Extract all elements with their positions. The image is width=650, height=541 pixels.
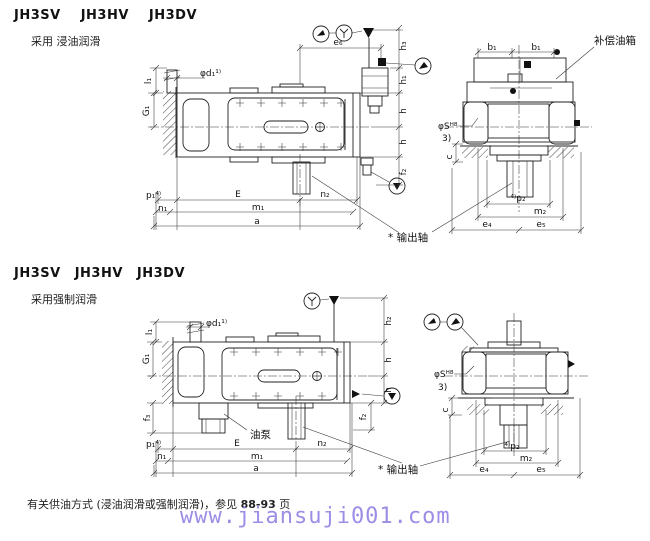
dim-phiS: φSᴴ⁸ [438,122,458,132]
bolt-marks [230,348,342,400]
dim-c: c [445,154,455,159]
dim-h: h [399,108,409,114]
dim-e5: e₅ [536,220,546,230]
model-name: JH3DV [136,266,186,281]
dim-h: h [384,357,394,363]
dim-f2: f₂ [399,168,409,175]
model-name: JH3HV [74,266,123,281]
dim-n1: n₁ [157,452,167,462]
dim-n2: n₂ [317,439,327,449]
dim-n2: n₂ [320,190,330,200]
dim-c: c [441,407,451,412]
drain-fitting [360,157,374,166]
dim-h: h [384,387,394,393]
section2-subtitle: 采用强制润滑 [31,293,97,306]
footer-page-range: 88-93 [240,498,276,511]
dim-phiS: φSᴴ⁸ [434,370,454,380]
oil-funnel-icon [329,296,339,305]
footer-note: 有关供油方式 (浸油润滑或强制润滑)，参见 88-93 页 [27,496,290,512]
dim-E: E [234,439,240,449]
oil-level-device [361,67,389,97]
dim-a: a [253,464,259,474]
dim-e5: e₅ [536,465,546,475]
footer-note-suffix: 页 [279,498,291,511]
footer-note-text: 有关供油方式 (浸油润滑或强制润滑)，参见 [27,498,238,511]
top-dimensions [148,24,595,234]
model-name: JH3HV [80,8,129,23]
section1-title: JH3SV JH3HV JH3DV [14,8,197,23]
top-end-view [445,45,592,212]
bottom-plan-view [148,296,368,452]
dim-h3: h₃ [399,41,409,51]
breather-symbol-icon [414,57,432,75]
section1-subtitle: 采用 浸油润滑 [31,35,101,48]
bottom-drawing: l₁ φd₁¹⁾ G₁ f₃ 油泵 h₂ h h f₂ p₁⁴⁾ E n₂ n₁… [142,292,590,479]
dim-f2: f₂ [359,413,369,420]
section2-title: JH3SV JH3HV JH3DV [14,266,185,281]
dim-l1: l₁ [144,78,154,85]
breather-plug [378,58,386,66]
dim-phid1: φd₁¹⁾ [200,69,221,79]
bolt-marks [236,99,345,151]
wall-hatch [163,91,176,155]
dim-b1: b₁ [531,43,541,53]
dim-h: h [399,139,409,145]
dim-e4: e₄ [482,220,492,230]
dim-G1: G₁ [142,353,152,364]
dim-h1: h₁ [399,75,409,85]
wall-hatch [162,341,173,404]
top-drawing: l₁ G₁ φd₁¹⁾ e₆ h₃ h₁ h h f₂ p₁⁴⁾ E n₂ n₁… [142,24,636,244]
dim-m1: m₁ [251,452,264,462]
oil-level-symbol-icon [312,25,330,43]
model-name: JH3DV [148,8,198,23]
dim-m2: m₂ [534,207,547,217]
tank-callout: 补偿油箱 [594,34,636,47]
oil-fill-symbol-icon [303,292,321,310]
oil-drain-symbol-icon [388,177,406,195]
dim-p2: ⁴⁾p₂ [504,442,520,452]
dim-n1: n₁ [158,204,168,214]
lube-symbols-top [312,24,432,195]
oil-funnel-icon [363,28,374,38]
dim-f3: f₃ [143,414,153,421]
dim-m1: m₁ [252,203,265,213]
model-name: JH3SV [14,266,61,281]
output-shaft-end [499,404,528,426]
dim-phid1: φd₁¹⁾ [206,319,227,329]
dim-a: a [254,217,260,227]
dim-h2: h₂ [384,316,394,326]
dim-G1: G₁ [142,105,152,116]
dim-b1: b₁ [487,43,497,53]
lube-symbols-bottom [303,292,479,405]
dim-e4: e₄ [479,465,489,475]
dim-E: E [235,190,241,200]
dim-p2: ⁴⁾p₂ [510,194,526,204]
output-shaft-end [506,160,534,198]
output-shaft-callout: * 输出轴 [378,463,418,476]
drain-fitting [352,390,360,398]
bottom-end-view [444,313,590,456]
dim-m2: m₂ [520,454,533,464]
top-plan-view [150,28,389,206]
output-shaft-callout: * 输出轴 [388,231,428,244]
footnote-3: 3) [438,383,447,393]
oil-pump [198,402,229,434]
dim-p1: p₁⁴⁾ [146,191,161,201]
dim-p1: p₁⁴⁾ [146,440,161,450]
dim-e6: e₆ [333,38,343,48]
dim-l1: l₁ [145,329,155,336]
pump-callout: 油泵 [250,428,271,441]
model-name: JH3SV [14,8,61,23]
bottom-dimensions [147,294,584,479]
watermark-url: www.jiansuji001.com [180,504,451,529]
footnote-3: 3) [442,134,451,144]
